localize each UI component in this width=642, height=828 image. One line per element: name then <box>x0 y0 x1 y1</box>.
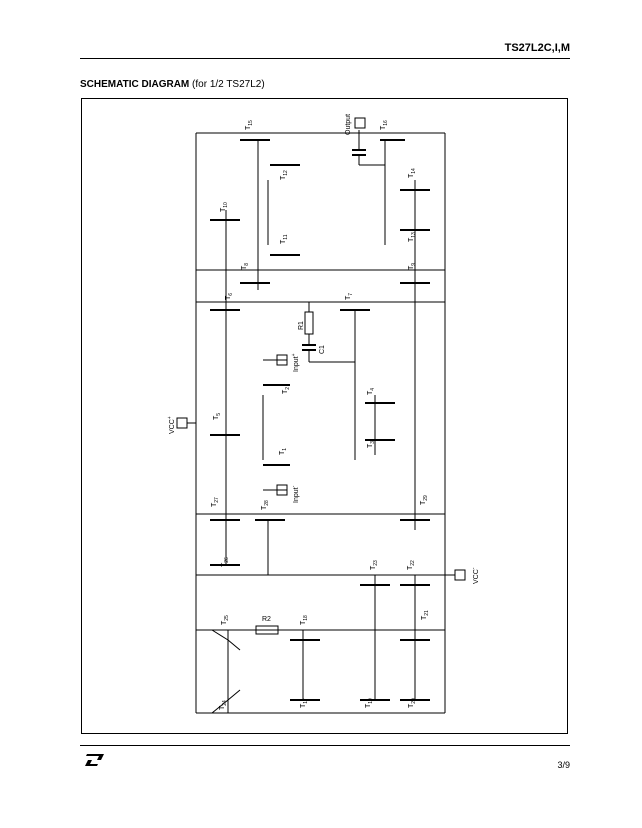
transistor-label: T18 <box>300 615 309 625</box>
c1-label: C1 <box>319 345 326 354</box>
section-title-bold: SCHEMATIC DIAGRAM <box>80 79 190 90</box>
header-rule <box>80 58 570 59</box>
transistor-label: T13 <box>408 232 417 242</box>
transistor-label: T12 <box>280 170 289 180</box>
transistor-label: T6 <box>225 293 234 300</box>
transistor-label: T22 <box>407 560 416 570</box>
transistor-label: T9 <box>408 263 417 270</box>
transistor-label: T3 <box>367 441 376 448</box>
transistor-label: T24 <box>219 700 228 710</box>
input-minus-label: Input- <box>291 485 300 503</box>
input-plus-label: Input+ <box>291 353 300 372</box>
vcc-plus-label: VCC+ <box>167 416 176 434</box>
output-pin-label: Output <box>345 114 352 135</box>
transistor-label: T1 <box>279 448 288 455</box>
section-title: SCHEMATIC DIAGRAM (for 1/2 TS27L2) <box>80 79 265 90</box>
transistor-label: T10 <box>220 202 229 212</box>
transistor-label: T11 <box>280 234 289 244</box>
vcc-minus-label: VCC- <box>471 567 480 584</box>
transistor-label: T28 <box>261 500 270 510</box>
r1-label: R1 <box>298 321 305 330</box>
page-number: 3/9 <box>557 760 570 770</box>
document-title: TS27L2C,I,M <box>504 42 570 54</box>
transistor-label: T23 <box>370 560 379 570</box>
transistor-label: T16 <box>380 120 389 130</box>
transistor-label: T17 <box>300 698 309 708</box>
transistor-label: T29 <box>420 495 429 505</box>
transistor-label: T19 <box>365 698 374 708</box>
transistor-label: T15 <box>245 120 254 130</box>
transistor-label: T4 <box>367 388 376 395</box>
transistor-label: T8 <box>241 263 250 270</box>
transistor-label: T26 <box>221 557 230 567</box>
transistor-label: T2 <box>282 387 291 394</box>
transistor-label: T20 <box>408 698 417 708</box>
schematic-frame <box>81 98 568 734</box>
transistor-label: T27 <box>211 497 220 507</box>
transistor-label: T7 <box>345 293 354 300</box>
transistor-label: T14 <box>408 168 417 178</box>
transistor-label: T21 <box>421 610 430 620</box>
transistor-label: T25 <box>221 615 230 625</box>
st-logo-icon <box>85 754 104 766</box>
footer-rule <box>80 745 570 746</box>
r2-label: R2 <box>262 616 271 623</box>
transistor-label: T5 <box>213 413 222 420</box>
section-title-note: (for 1/2 TS27L2) <box>192 79 265 90</box>
